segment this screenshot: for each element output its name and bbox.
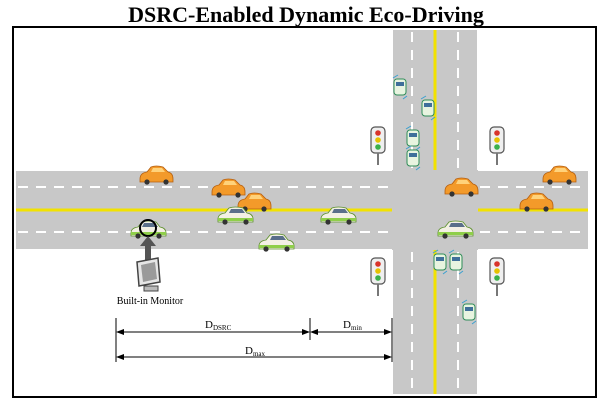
dim-min-label: Dmin [343, 319, 362, 332]
dimension-lines [115, 318, 393, 362]
monitor-icon [136, 257, 161, 292]
dim-dsrc-label: DDSRC [205, 319, 232, 332]
horizontal-lane-markings [18, 186, 586, 233]
dim-max-label: Dmax [245, 345, 266, 358]
curb-lines [16, 30, 588, 394]
center-lines [16, 30, 588, 394]
diagram-title: DSRC-Enabled Dynamic Eco-Driving [128, 2, 484, 27]
monitor-label: Built-in Monitor [117, 296, 184, 307]
dimension-arrowheads [116, 329, 392, 360]
